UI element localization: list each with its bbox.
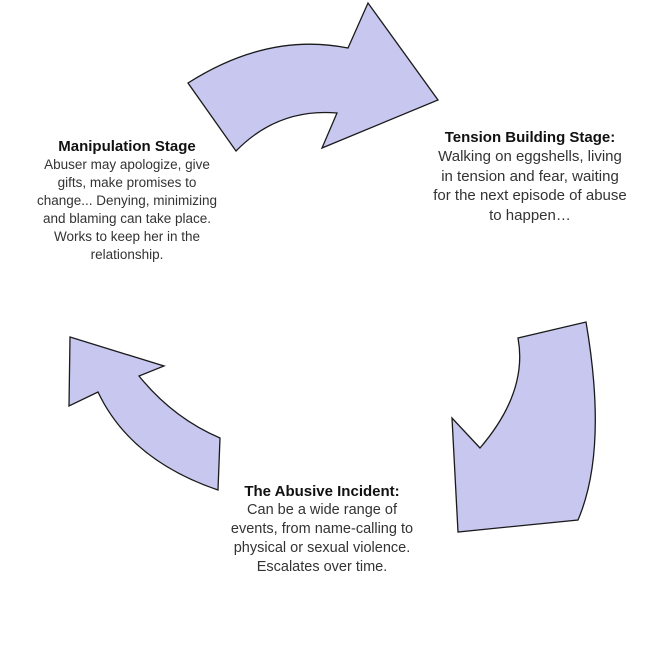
manipulation-stage-description: Abuser may apologize, give gifts, make p… [36,157,218,262]
tension-building-stage-description: Walking on eggshells, living in tension … [433,148,627,224]
arrow-tension-to-abusive [451,321,596,533]
manipulation-stage: Manipulation Stage Abuser may apologize,… [34,137,220,264]
abusive-incident-stage-title: The Abusive Incident: [244,483,400,500]
abusive-incident-stage-description: Can be a wide range of events, from name… [230,502,414,575]
abusive-incident-stage: The Abusive Incident: Can be a wide rang… [226,482,418,577]
tension-building-stage: Tension Building Stage: Walking on eggsh… [432,128,628,225]
arrow-manipulation-to-tension [187,1,440,153]
arrow-abusive-to-manipulation [68,336,221,491]
manipulation-stage-title: Manipulation Stage [58,138,196,155]
tension-building-stage-title: Tension Building Stage: [444,129,616,146]
